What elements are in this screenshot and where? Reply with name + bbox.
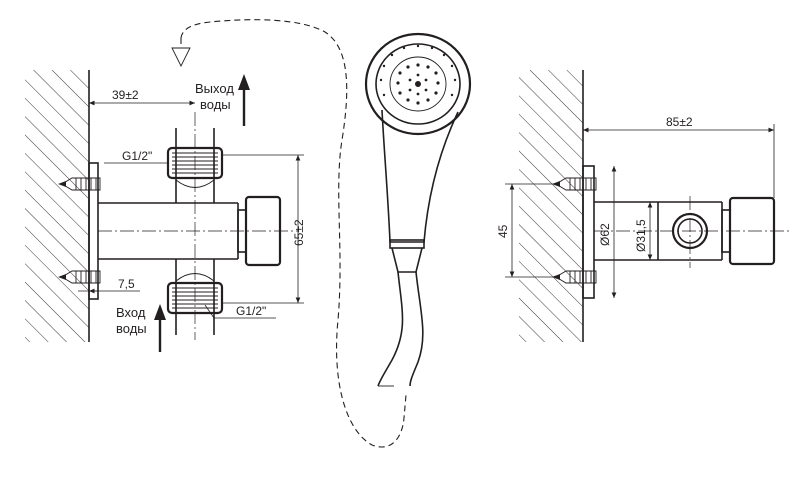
inlet-pipe-bottom	[166, 259, 224, 335]
water-inlet-line2: воды	[116, 321, 147, 336]
dim-45: 45	[496, 183, 556, 278]
dim-diameter-31-5: Ø31,5	[634, 202, 653, 260]
side-view: 85±2 45 Ø62 Ø31,5	[496, 70, 790, 342]
dim-diameter-62: Ø62	[598, 166, 617, 298]
mounting-flange-right	[582, 165, 595, 299]
shower-head	[364, 32, 472, 387]
valve-body	[98, 195, 298, 267]
valve-body-side	[594, 196, 790, 268]
dim-7-5-label: 7,5	[118, 277, 135, 291]
shower-hose	[377, 271, 424, 387]
dim-39: 39±2	[88, 88, 195, 108]
dim-diameter-31-5-label: Ø31,5	[634, 219, 648, 252]
wall-right	[519, 70, 584, 342]
hose-path-dashed	[180, 19, 407, 448]
dim-45-label: 45	[496, 224, 510, 238]
dim-85: 85±2	[582, 115, 775, 198]
dim-65-label: 65±2	[292, 219, 306, 246]
dim-65: 65±2	[222, 154, 306, 304]
wall-left	[25, 70, 90, 342]
screw-top-left	[58, 177, 101, 191]
mounting-flange-left	[88, 162, 99, 300]
arrow-up-icon	[154, 304, 166, 352]
dim-7-5: 7,5	[78, 277, 140, 296]
front-view: 39±2 65±2 7,5 G1/2" G1/2" Выход	[25, 38, 306, 352]
water-inlet-line1: Вход	[116, 305, 146, 320]
water-outlet-line2: воды	[200, 97, 231, 112]
shower-handle	[381, 109, 459, 273]
screw-bottom-left	[58, 270, 101, 284]
spray-nozzles	[379, 44, 457, 105]
hollow-arrow-down-icon	[171, 38, 191, 68]
dim-diameter-62-label: Ø62	[598, 223, 612, 246]
thread-label-bottom: G1/2"	[204, 304, 276, 319]
arrow-up-icon	[238, 74, 250, 126]
thread-top-text: G1/2"	[122, 149, 152, 163]
water-outlet-line1: Выход	[195, 81, 234, 96]
water-outlet-label: Выход воды	[195, 74, 250, 126]
thread-label-top: G1/2"	[104, 149, 168, 164]
screw-bottom-right	[552, 270, 597, 284]
thread-bottom-text: G1/2"	[236, 304, 266, 318]
water-inlet-label: Вход воды	[116, 304, 166, 352]
dim-85-label: 85±2	[666, 115, 693, 129]
dim-39-label: 39±2	[112, 88, 139, 102]
shower-head-top	[364, 32, 472, 136]
